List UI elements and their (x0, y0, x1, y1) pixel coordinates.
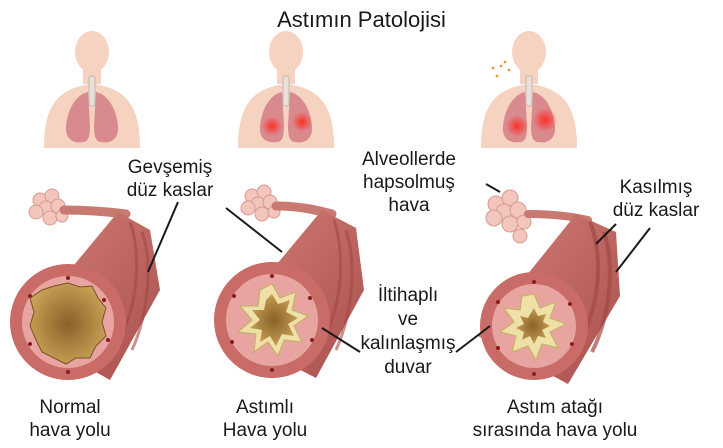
bronchiole-tube-icon (478, 214, 620, 384)
torso-asthmatic (238, 31, 334, 148)
label-inflamed-wall: İltihaplı ve kalınlaşmış duvar (352, 284, 464, 380)
label-trapped-air: Alveollerde hapsolmuş hava (334, 148, 484, 217)
torso-normal (44, 31, 140, 148)
airway-normal (10, 189, 160, 380)
label-contracted-muscles: Kasılmış düz kaslar (590, 176, 722, 222)
torso-attack (481, 31, 577, 148)
label-relaxed-muscles: Gevşemiş düz kaslar (104, 156, 236, 202)
leader-contracted-bottom (616, 228, 650, 272)
bronchiole-tube-icon (214, 210, 364, 378)
caption-attack-airway: Astım atağı sırasında hava yolu (440, 396, 670, 442)
bronchiole-tube-icon (10, 212, 160, 380)
breath-dots-icon (492, 61, 511, 78)
alveoli-cluster-icon (486, 190, 531, 243)
leader-trapped-air (486, 184, 500, 192)
leader-relaxed-left (148, 202, 178, 272)
caption-asthmatic-airway: Astımlı Hava yolu (200, 396, 330, 442)
caption-normal-airway: Normal hava yolu (10, 396, 130, 442)
